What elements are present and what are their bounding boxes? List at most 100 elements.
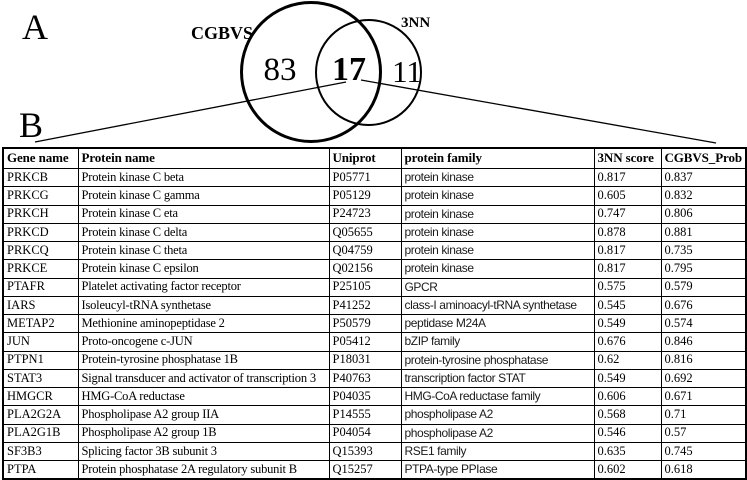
table-cell: PTPN1 (2, 350, 79, 370)
table-cell: 0.545 (593, 295, 662, 316)
table-cell: PTPA-type PPIase (400, 460, 595, 480)
table-cell: P18031 (328, 350, 402, 370)
table-cell: Protein kinase C theta (77, 240, 330, 261)
table-cell: 0.546 (593, 423, 662, 443)
table-cell: Phospholipase A2 group IIA (77, 405, 330, 425)
table-cell: protein-tyrosine phosphatase (400, 350, 595, 370)
table-cell: protein kinase (400, 240, 595, 261)
table-cell: protein kinase (400, 259, 595, 279)
table-cell: 0.878 (593, 222, 662, 243)
table-cell: 0.747 (593, 204, 662, 224)
table-cell: transcription factor STAT (400, 368, 595, 389)
table-cell: phospholipase A2 (400, 405, 595, 425)
table-cell: P05412 (328, 332, 402, 352)
table-cell: 0.817 (593, 259, 662, 279)
table-cell: Signal transducer and activator of trans… (77, 368, 330, 389)
table-cell: RSE1 family (400, 441, 595, 462)
table-cell: protein kinase (400, 186, 595, 206)
column-header: 3NN score (593, 147, 662, 169)
table-cell: GPCR (400, 277, 595, 297)
table-cell: Q02156 (328, 259, 402, 279)
table-cell: peptidase M24A (400, 313, 595, 334)
table-cell: Protein kinase C delta (77, 222, 330, 243)
venn-count-overlap: 17 (332, 51, 366, 88)
table-cell: PTPA (2, 460, 79, 480)
table-cell: PRKCQ (2, 240, 79, 261)
table-cell: Protein kinase C epsilon (77, 259, 330, 279)
table-cell: Protein phosphatase 2A regulatory subuni… (77, 460, 330, 480)
table-cell: PRKCG (2, 186, 79, 206)
table-cell: PRKCB (2, 167, 79, 188)
column-header: CGBVS_Prob (660, 147, 747, 169)
table-cell: 0.846 (660, 332, 747, 352)
table-cell: Q15393 (328, 441, 402, 462)
table-cell: SF3B3 (2, 441, 79, 462)
table-cell: 0.671 (660, 386, 747, 407)
table-cell: P24723 (328, 204, 402, 224)
table-cell: P14555 (328, 405, 402, 425)
table-cell: 0.606 (593, 386, 662, 407)
table-cell: Q04759 (328, 240, 402, 261)
column-header: Protein name (77, 147, 330, 169)
table-cell: Protein kinase C gamma (77, 186, 330, 206)
panel-a-label: A (22, 7, 48, 47)
table-cell: STAT3 (2, 368, 79, 389)
table-cell: 0.817 (593, 240, 662, 261)
table-cell: PLA2G2A (2, 405, 79, 425)
table-cell: 0.605 (593, 186, 662, 206)
table-cell: 0.57 (660, 423, 747, 443)
column-header: Gene name (2, 147, 79, 169)
table-cell: Protein kinase C eta (77, 204, 330, 224)
table-cell: bZIP family (400, 332, 595, 352)
table-cell: 0.549 (593, 368, 662, 389)
table-cell: HMGCR (2, 386, 79, 407)
table-cell: 0.881 (660, 222, 747, 243)
table-cell: 0.62 (593, 350, 662, 370)
table-cell: Phospholipase A2 group 1B (77, 423, 330, 443)
table-cell: METAP2 (2, 313, 79, 334)
table-cell: 0.676 (593, 332, 662, 352)
table-cell: HMG-CoA reductase (77, 386, 330, 407)
table-cell: P05129 (328, 186, 402, 206)
venn-set-label-cgbvs: CGBVS (191, 23, 254, 43)
table-cell: Proto-oncogene c-JUN (77, 332, 330, 352)
table-cell: P40763 (328, 368, 402, 389)
table-cell: 0.568 (593, 405, 662, 425)
table-cell: PRKCE (2, 259, 79, 279)
table-cell: 0.574 (660, 313, 747, 334)
table-cell: P41252 (328, 295, 402, 316)
table-cell: protein kinase (400, 204, 595, 224)
table-cell: 0.549 (593, 313, 662, 334)
column-header: Uniprot (328, 147, 402, 169)
table-cell: 0.676 (660, 295, 747, 316)
table-cell: 0.692 (660, 368, 747, 389)
table-cell: P50579 (328, 313, 402, 334)
panel-b-label: B (19, 105, 44, 145)
table-cell: Q05655 (328, 222, 402, 243)
table-cell: Methionine aminopeptidase 2 (77, 313, 330, 334)
table-cell: 0.816 (660, 350, 747, 370)
table-cell: 0.602 (593, 460, 662, 480)
table-cell: Protein-tyrosine phosphatase 1B (77, 350, 330, 370)
table-cell: 0.735 (660, 240, 747, 261)
table-cell: 0.575 (593, 277, 662, 297)
table-cell: 0.837 (660, 167, 747, 188)
table-cell: P25105 (328, 277, 402, 297)
